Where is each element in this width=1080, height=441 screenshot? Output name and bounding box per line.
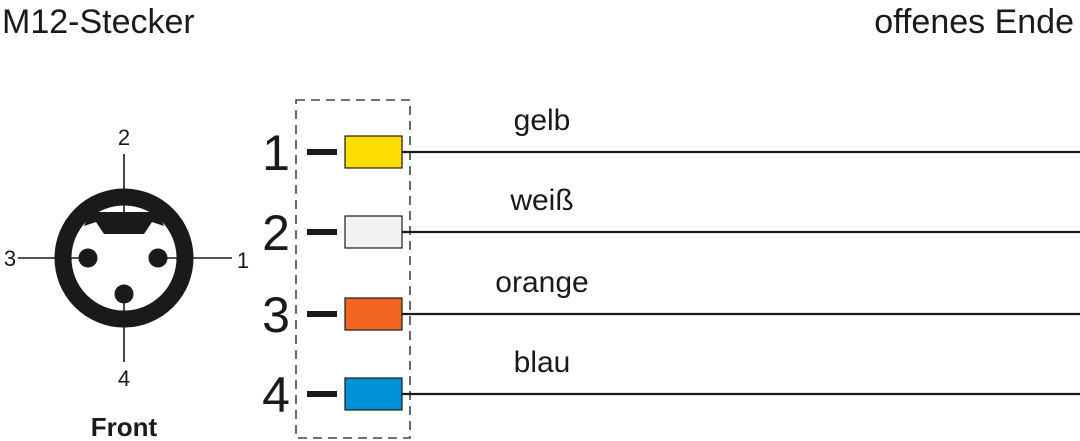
wire-color-label-3: orange — [495, 266, 588, 299]
wire-sleeve-1 — [344, 135, 403, 169]
pin-2-contact — [114, 212, 134, 232]
pin-number-2: 2 — [262, 205, 290, 261]
pin-1-contact — [148, 248, 168, 268]
terminal-pin-4 — [307, 391, 337, 397]
pin-4-label: 4 — [118, 366, 130, 391]
terminal-pin-1 — [307, 149, 337, 155]
pin-3-label: 3 — [4, 246, 16, 271]
pin-number-3: 3 — [262, 287, 290, 343]
pin-number-4: 4 — [262, 367, 290, 423]
wire-rows: 1 gelb 2 weiß 3 orange 4 blau — [262, 104, 1080, 423]
connector-title: M12-Stecker — [2, 3, 195, 41]
terminal-frame — [295, 99, 411, 439]
wire-sleeve-2 — [344, 215, 403, 249]
terminal-pin-2 — [307, 229, 337, 235]
wire-color-label-4: blau — [514, 346, 571, 379]
open-end-title: offenes Ende — [874, 3, 1074, 41]
wire-color-label-2: weiß — [509, 184, 573, 217]
pin-number-1: 1 — [262, 125, 290, 181]
pin-2-label: 2 — [118, 125, 130, 150]
pin-4-contact — [114, 284, 134, 304]
wire-color-label-1: gelb — [514, 104, 571, 137]
wire-sleeve-3 — [344, 297, 403, 331]
terminal-pin-3 — [307, 311, 337, 317]
wire-sleeve-4 — [344, 377, 403, 411]
m12-front-view: 2 3 1 4 Front — [4, 125, 249, 441]
connector-housing — [54, 188, 194, 328]
front-label: Front — [91, 412, 158, 441]
pin-3-contact — [78, 248, 98, 268]
pin-1-label: 1 — [237, 248, 249, 273]
